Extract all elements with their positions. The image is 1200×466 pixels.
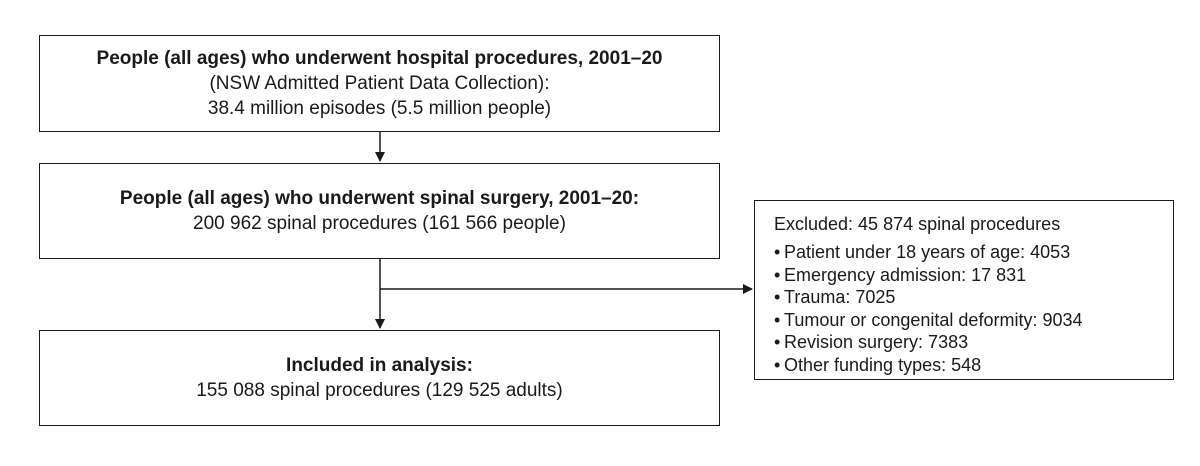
excluded-item: •Other funding types: 548 [774,354,982,375]
excluded-item: •Emergency admission: 17 831 [774,264,1027,285]
spinal-surgery-count: 200 962 spinal procedures (161 566 peopl… [193,213,566,234]
excluded-item: •Revision surgery: 7383 [774,332,969,352]
excluded-header: Excluded: 45 874 spinal procedures [774,214,1061,234]
included-title: Included in analysis: [286,355,473,376]
included-count: 155 088 spinal procedures (129 525 adult… [196,380,563,401]
bullet-icon: • [774,264,781,285]
bullet-icon: • [774,354,781,375]
spinal-surgery-box: People (all ages) who underwent spinal s… [39,163,720,259]
excluded-item: •Patient under 18 years of age: 4053 [774,242,1071,262]
bullet-icon: • [774,332,781,352]
excluded-item: •Tumour or congenital deformity: 9034 [774,309,1083,330]
source-population-title: People (all ages) who underwent hospital… [96,48,663,69]
source-population-dataset: (NSW Admitted Patient Data Collection): [209,73,550,94]
bullet-icon: • [774,242,781,262]
excluded-box: Excluded: 45 874 spinal procedures •Pati… [754,200,1174,380]
source-population-box: People (all ages) who underwent hospital… [39,35,720,132]
bullet-icon: • [774,309,781,330]
bullet-icon: • [774,287,781,307]
spinal-surgery-title: People (all ages) who underwent spinal s… [119,188,640,209]
included-box: Included in analysis: 155 088 spinal pro… [39,330,720,426]
excluded-list: •Patient under 18 years of age: 4053 •Em… [774,241,1173,376]
source-population-count: 38.4 million episodes (5.5 million peopl… [207,98,552,119]
excluded-item: •Trauma: 7025 [774,287,896,307]
